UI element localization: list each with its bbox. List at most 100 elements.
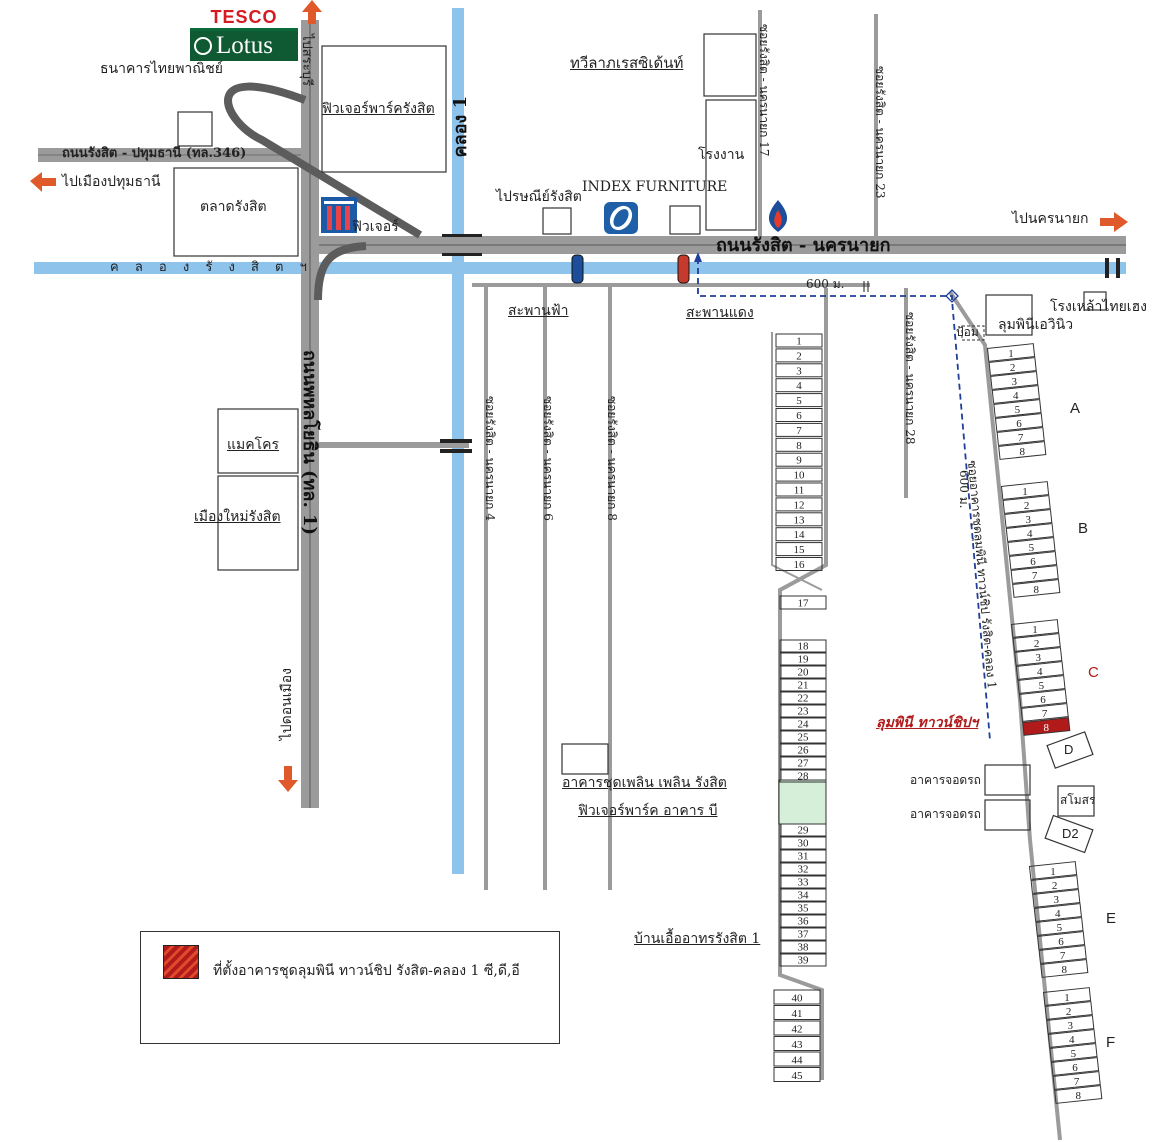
label-sky-bridge: สะพานฟ้า — [508, 303, 569, 319]
housing-building-label: 39 — [798, 955, 810, 967]
housing-building — [779, 665, 827, 679]
red-bridge-marker — [677, 254, 690, 284]
green-block — [778, 779, 827, 825]
zone-building-label: 2 — [1066, 1006, 1072, 1018]
zone-building — [1030, 875, 1079, 894]
label-lumpini-township: ลุมพินี ทาวน์ชิปฯ — [876, 715, 979, 731]
zone-building-label: 6 — [1016, 418, 1022, 430]
zone-building — [990, 371, 1039, 390]
housing-building-label: 11 — [794, 485, 805, 497]
housing-building-label: 13 — [794, 514, 806, 526]
zone-building — [1004, 509, 1053, 528]
zone-building-label: 4 — [1055, 908, 1061, 920]
housing-building — [779, 914, 827, 928]
zone-building — [1014, 647, 1063, 666]
housing-building — [779, 717, 827, 731]
zone-building-label: 1 — [1022, 486, 1028, 498]
zone-building — [1018, 689, 1068, 708]
zone-building — [986, 343, 1036, 362]
housing-building — [779, 756, 827, 770]
zone-building-label: 1 — [1064, 992, 1070, 1004]
housing-building — [779, 769, 827, 783]
zone-building-label: 7 — [1018, 432, 1024, 444]
label-condo-b: ฟิวเจอร์พาร์ค อาคาร บี — [578, 803, 718, 819]
housing-building-label: 35 — [798, 903, 810, 915]
housing-building — [779, 836, 827, 850]
housing-building-label: 27 — [798, 758, 810, 770]
label-parking2: อาคารจอดรถ — [910, 807, 981, 821]
zone-building — [1047, 1029, 1096, 1048]
label-future: ฟิวเจอร์ — [352, 219, 399, 235]
housing-building-label: 37 — [798, 929, 810, 941]
zone-building-label: 2 — [1034, 638, 1040, 650]
label-khlong-rangsit: ค ล อ ง รั ง สิ ต ฯ — [110, 260, 313, 275]
housing-building — [775, 363, 823, 378]
housing-building — [775, 512, 823, 527]
zone-building — [1010, 619, 1060, 638]
label-red-bridge: สะพานแดง — [686, 305, 754, 321]
label-sema: สโมสร — [1060, 793, 1096, 807]
lotus-icon — [194, 37, 212, 55]
housing-building-label: 12 — [794, 499, 805, 511]
housing-building — [775, 348, 823, 363]
zone-building-label: 5 — [1029, 542, 1035, 554]
zone-building-label: 8 — [1075, 1090, 1081, 1102]
zone-building — [1010, 565, 1059, 584]
housing-building — [775, 482, 823, 497]
zone-building-label: 5 — [1071, 1048, 1077, 1060]
zone-building-label: 3 — [1053, 894, 1059, 906]
label-new-city: เมืองใหม่รังสิต — [194, 509, 281, 525]
zone-building — [1012, 633, 1061, 652]
zone-building — [1017, 675, 1066, 694]
zone-building-label: 7 — [1042, 708, 1048, 720]
zone-building — [1007, 537, 1056, 556]
zone-building-label: 7 — [1032, 570, 1038, 582]
zone-building — [988, 357, 1037, 376]
zone-building-label: 5 — [1057, 922, 1063, 934]
zone-b: B — [1078, 520, 1089, 537]
zone-building-label: 4 — [1027, 528, 1033, 540]
housing-building-label: 42 — [792, 1024, 803, 1036]
zone-building-label: 3 — [1067, 1020, 1073, 1032]
housing-building-label: 2 — [796, 350, 802, 362]
zone-building-label: 7 — [1060, 950, 1066, 962]
zone-building — [993, 399, 1042, 418]
zone-building-label: 2 — [1052, 880, 1058, 892]
housing-building-label: 26 — [798, 745, 810, 757]
housing-building-label: 5 — [796, 395, 802, 407]
zone-c: C — [1088, 664, 1099, 681]
zone-building — [998, 441, 1047, 460]
lotus-text: Lotus — [216, 32, 273, 59]
label-dist1: 600 ม. — [806, 277, 845, 291]
housing-building-label: 17 — [798, 598, 810, 610]
zone-building-label: 5 — [1039, 680, 1045, 692]
zone-building-label: 3 — [1025, 514, 1031, 526]
zone-building-label: 4 — [1037, 666, 1043, 678]
housing-building — [775, 557, 823, 571]
housing-building-label: 32 — [798, 864, 809, 876]
zone-building-label: 8 — [1043, 722, 1049, 734]
zone-building-label: 2 — [1024, 500, 1030, 512]
legend-text: ที่ตั้งอาคารชุดลุมพินี ทาวน์ชิป รังสิต-ค… — [213, 963, 520, 979]
housing-building — [775, 378, 823, 393]
housing-building — [773, 1005, 821, 1020]
housing-building — [775, 408, 823, 422]
housing-building — [779, 639, 827, 653]
label-twilight: ทวีลาภเรสซิเด้นท์ — [570, 54, 684, 72]
zone-building — [1052, 1071, 1101, 1090]
zone-building — [991, 385, 1040, 404]
label-to-nakhon: ไปนครนายก — [1012, 211, 1089, 227]
housing-building — [779, 691, 827, 705]
label-post: ไปรษณีย์รังสิต — [496, 189, 582, 205]
housing-building-label: 19 — [798, 654, 810, 666]
label-soi6: ซอยรังสิต - นครนายก 6 — [541, 396, 555, 521]
housing-building — [779, 940, 827, 954]
housing-building-label: 3 — [796, 365, 802, 377]
zone-building-label: 6 — [1072, 1062, 1078, 1074]
housing-building — [773, 1051, 821, 1067]
label-parking1: อาคารจอดรถ — [910, 773, 981, 787]
zone-building — [1042, 987, 1092, 1006]
sky-bridge-marker — [571, 254, 584, 284]
zone-building — [1036, 931, 1086, 950]
label-lumpini-place: ลุมพินีเอวินิว — [998, 317, 1074, 333]
